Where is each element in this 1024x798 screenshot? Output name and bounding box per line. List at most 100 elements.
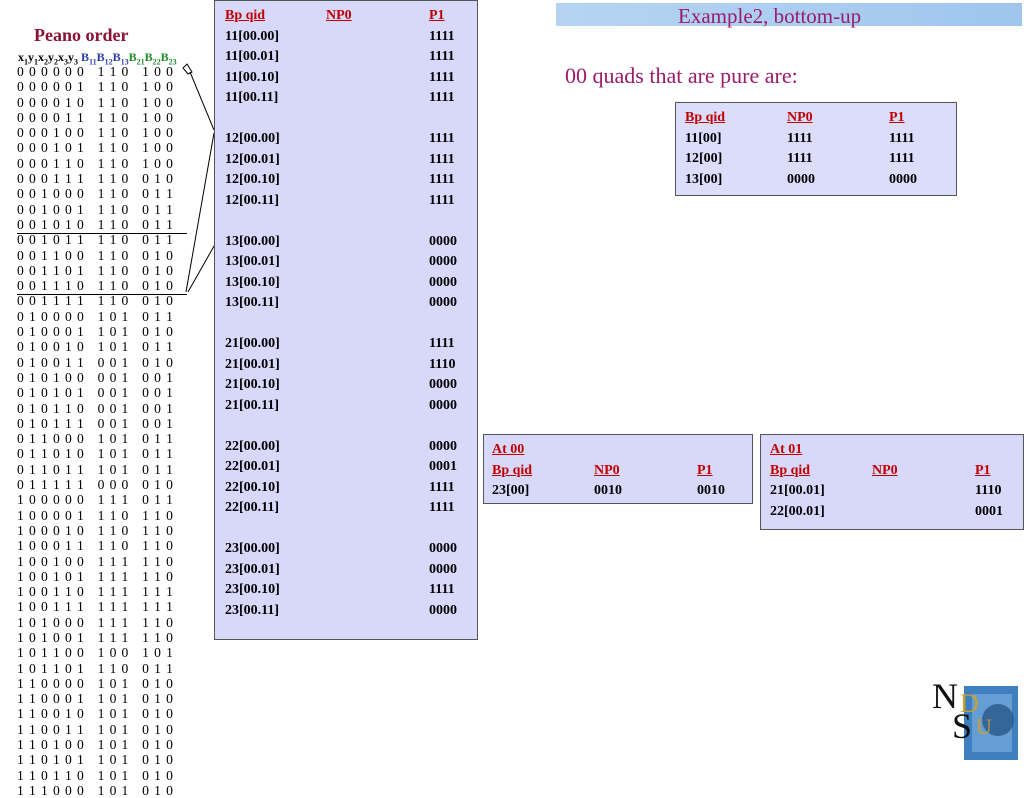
at01-label: At 01	[770, 442, 803, 457]
table-cell: 0000	[787, 171, 815, 187]
table-cell: 0000	[429, 397, 457, 413]
logo-letter: U	[976, 714, 992, 739]
header-bp-qid: Bp qid	[492, 462, 533, 478]
table-cell: 21[00.01]	[225, 356, 280, 372]
table-cell: 22[00.01]	[225, 459, 280, 474]
pure-table-panel	[675, 102, 957, 196]
peano-row: 0 1 0 0 0 1 1 0 1 0 1 0	[17, 324, 174, 340]
peano-row: 0 0 1 1 1 0 1 1 0 0 1 0	[17, 278, 174, 294]
peano-row: 1 1 0 0 0 0 1 0 1 0 1 0	[17, 675, 174, 691]
peano-row: 1 1 0 0 0 1 1 0 1 0 1 0	[17, 691, 174, 707]
table-cell: 1111	[889, 151, 915, 166]
header-bp-qid: Bp qid	[225, 8, 266, 23]
table-cell: 0000	[429, 295, 457, 310]
peano-row: 0 1 0 1 0 1 0 0 1 0 0 1	[17, 385, 174, 401]
peano-row: 0 0 0 1 0 0 1 1 0 1 0 0	[17, 125, 174, 141]
peano-row: 0 1 0 1 0 0 0 0 1 0 0 1	[17, 369, 174, 385]
pure-quads-heading: 00 quads that are pure are:	[565, 63, 798, 88]
peano-row: 1 0 0 0 1 0 1 1 0 1 1 0	[17, 522, 174, 538]
table-cell: 0000	[429, 254, 457, 269]
header-np0: NP0	[787, 110, 813, 125]
header-p1: P1	[889, 110, 905, 125]
peano-row: 1 0 1 0 0 1 1 1 1 1 1 0	[17, 629, 174, 645]
header-bp-qid: Bp qid	[770, 462, 811, 478]
peano-row: 1 0 0 0 0 0 1 1 1 0 1 1	[17, 492, 174, 508]
table-cell: 1111	[787, 130, 813, 146]
main-table-panel	[214, 0, 478, 640]
table-cell: 13[00.01]	[225, 254, 280, 269]
peano-row: 1 0 1 0 0 0 1 1 1 1 1 0	[17, 614, 174, 630]
table-cell: 1111	[429, 90, 455, 105]
table-cell: 21[00.01]	[770, 483, 825, 498]
peano-row: 0 0 1 0 0 0 1 1 0 0 1 1	[17, 186, 174, 202]
table-cell: 0000	[429, 602, 457, 618]
table-cell: 23[00.01]	[225, 561, 280, 577]
peano-row: 1 0 0 1 0 0 1 1 1 1 1 0	[17, 553, 174, 569]
peano-row: 1 0 0 1 1 1 1 1 1 1 1 1	[17, 599, 174, 615]
peano-row: 0 1 0 1 1 0 0 0 1 0 0 1	[17, 400, 174, 416]
header-p1: P1	[975, 462, 991, 478]
peano-row: 0 0 1 1 0 0 1 1 0 0 1 0	[17, 247, 174, 263]
at01-panel	[760, 434, 1024, 530]
table-cell: 0000	[429, 541, 457, 556]
peano-row: 1 1 0 0 1 0 1 0 1 0 1 0	[17, 706, 174, 722]
peano-row: 0 0 0 0 0 0 1 1 0 1 0 0	[17, 64, 174, 79]
table-cell: 11[00.01]	[225, 49, 280, 64]
table-cell: 0000	[429, 377, 457, 392]
header-bp-qid: Bp qid	[685, 110, 726, 125]
peano-row: 0 1 0 0 0 0 1 0 1 0 1 1	[17, 308, 174, 324]
peano-row: 0 0 1 0 0 1 1 1 0 0 1 1	[17, 201, 174, 217]
connector-arrowhead	[182, 63, 193, 75]
table-cell: 23[00]	[492, 483, 530, 498]
table-cell: 12[00]	[685, 151, 723, 166]
table-cell: 13[00]	[685, 171, 723, 187]
peano-row: 0 0 1 1 1 1 1 1 0 0 1 0	[17, 293, 174, 309]
table-cell: 0000	[889, 171, 917, 187]
table-cell: 0000	[429, 438, 457, 454]
at00-panel	[483, 434, 753, 504]
peano-row: 1 1 0 0 1 1 1 0 1 0 1 0	[17, 721, 174, 737]
table-cell: 1111	[429, 28, 455, 44]
peano-row: 1 0 0 1 0 1 1 1 1 1 1 0	[17, 568, 174, 584]
table-cell: 21[00.10]	[225, 377, 280, 392]
table-cell: 0000	[429, 274, 457, 290]
table-cell: 12[00.11]	[225, 192, 280, 208]
peano-row: 0 1 0 0 1 0 1 0 1 0 1 1	[17, 339, 174, 355]
peano-row: 1 0 1 1 0 1 1 1 0 0 1 1	[17, 660, 174, 676]
peano-row: 0 1 0 0 1 1 0 0 1 0 1 0	[17, 354, 174, 370]
table-cell: 1111	[429, 151, 455, 167]
peano-row: 0 0 1 0 1 1 1 1 0 0 1 1	[17, 232, 174, 248]
peano-row: 0 1 1 0 0 0 1 0 1 0 1 1	[17, 431, 174, 447]
peano-row: 0 0 0 0 0 1 1 1 0 1 0 0	[17, 79, 174, 95]
peano-row: 1 0 0 0 1 1 1 1 0 1 1 0	[17, 538, 174, 554]
peano-row: 1 0 0 1 1 0 1 1 1 1 1 1	[17, 584, 174, 600]
table-cell: 0001	[975, 503, 1003, 519]
peano-row: 0 1 1 0 1 0 1 0 1 0 1 1	[17, 446, 174, 462]
header-np0: NP0	[326, 8, 352, 23]
header-np0: NP0	[594, 462, 620, 478]
header-p1: P1	[697, 462, 713, 478]
peano-column-header: x1y1x2y2x3y3 B11B12B13B21B22B23	[18, 50, 177, 67]
peano-row: 0 0 0 1 1 0 1 1 0 1 0 0	[17, 155, 174, 171]
table-cell: 1111	[429, 500, 455, 515]
table-cell: 1111	[429, 131, 455, 146]
ndsu-logo: N D S U	[932, 676, 1018, 760]
peano-row: 1 1 1 0 0 0 1 0 1 0 1 0	[17, 782, 174, 798]
table-cell: 0000	[429, 561, 457, 577]
peano-row: 1 1 0 1 0 0 1 0 1 0 1 0	[17, 737, 174, 753]
table-cell: 1111	[429, 49, 455, 64]
peano-order-title: Peano order	[34, 25, 129, 45]
table-cell: 12[00.10]	[225, 172, 280, 187]
table-cell: 13[00.11]	[225, 295, 280, 310]
table-cell: 23[00.11]	[225, 602, 280, 618]
table-cell: 22[00.01]	[770, 503, 825, 519]
table-cell: 21[00.00]	[225, 336, 280, 351]
table-cell: 1110	[975, 483, 1002, 498]
peano-row: 1 0 1 1 0 0 1 0 0 1 0 1	[17, 645, 174, 661]
table-cell: 11[00.00]	[225, 28, 280, 44]
peano-row: 0 1 1 0 1 1 1 0 1 0 1 1	[17, 461, 174, 477]
slide-title-bar: Example2, bottom-up	[556, 3, 1022, 28]
table-cell: 0010	[697, 483, 725, 498]
peano-row: 0 0 1 0 1 0 1 1 0 0 1 1	[17, 216, 174, 232]
table-cell: 13[00.00]	[225, 233, 280, 249]
